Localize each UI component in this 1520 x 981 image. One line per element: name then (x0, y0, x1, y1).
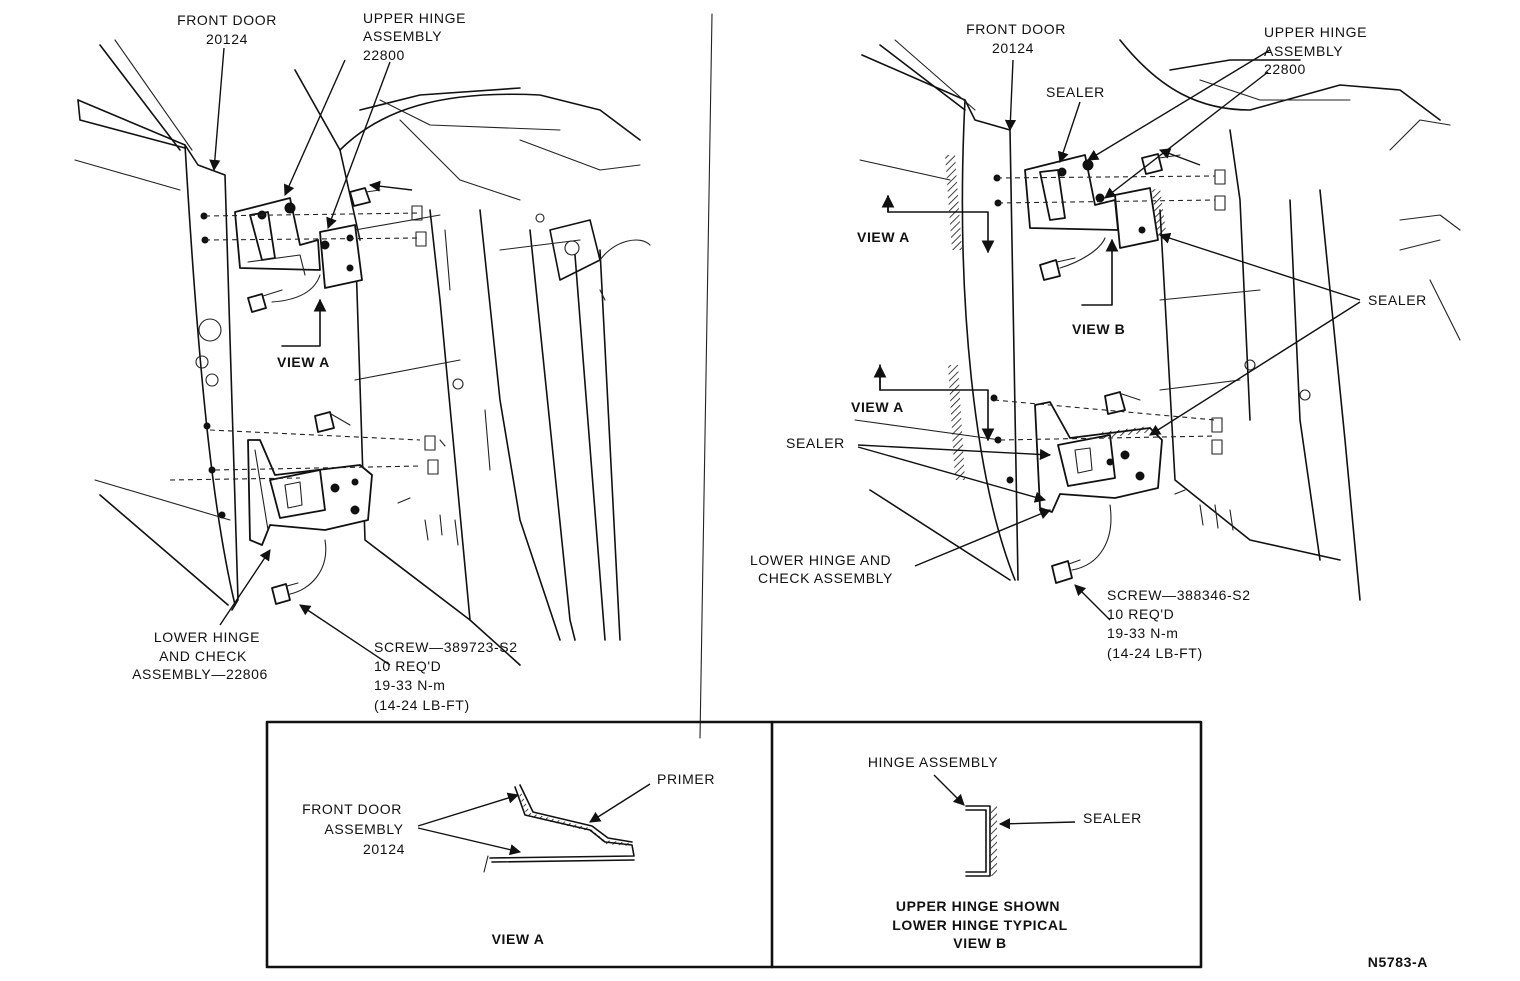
left-body-pillar (294, 69, 651, 666)
right-bolts (1039, 153, 1181, 584)
left-door-panel (74, 39, 239, 611)
right-body-pillar (1119, 39, 1461, 601)
right-view-b-arrow (1081, 238, 1119, 306)
right-hinge-arrow-1 (1158, 148, 1201, 166)
right-screw-label-4: (14-24 LB-FT) (1107, 645, 1203, 661)
view-a-door-label-3: 20124 (363, 841, 405, 857)
figure-id-label: N5783-A (1368, 954, 1428, 970)
left-lower-hinge-label-3: ASSEMBLY—22806 (132, 666, 268, 682)
left-screw-leader (299, 604, 391, 666)
right-lower-hinge-label-1: LOWER HINGE AND (750, 552, 891, 568)
left-upper-hinge-label-2: ASSEMBLY (363, 28, 442, 44)
right-upper-hinge-label-3: 22800 (1264, 61, 1306, 77)
view-a-caption: VIEW A (492, 931, 545, 947)
right-sealer-left-leader-1 (857, 444, 1052, 461)
right-sealer-right-leader-2 (1149, 301, 1361, 436)
view-a-door-label-1: FRONT DOOR (302, 801, 402, 817)
center-divider-line (699, 13, 713, 739)
left-upper-hinge-leader-2 (326, 61, 391, 230)
right-view-a-upper-label: VIEW A (857, 229, 910, 245)
left-view-a-label: VIEW A (277, 354, 330, 370)
right-sealer-top-label: SEALER (1046, 84, 1105, 100)
left-alignment-lines (169, 205, 439, 481)
right-sealer-right-leader-1 (1158, 232, 1361, 301)
detail-views-box: PRIMER FRONT DOOR ASSEMBLY 20124 VIEW A … (265, 720, 1203, 969)
right-view-a-lower-label: VIEW A (851, 399, 904, 415)
left-upper-hinge-label-3: 22800 (363, 47, 405, 63)
right-screw-label-2: 10 REQ'D (1107, 606, 1174, 622)
right-sealer-top-leader (1057, 101, 1081, 164)
right-upper-hinge-leader-2 (1104, 71, 1269, 199)
left-screw-label-3: 19-33 N-m (374, 677, 446, 693)
left-upper-hinge (234, 197, 363, 289)
view-b-sealer-label: SEALER (1083, 810, 1142, 826)
left-lower-hinge-label-2: AND CHECK (159, 648, 247, 664)
right-lower-hinge-leader (914, 508, 1052, 567)
detail-view-a: PRIMER FRONT DOOR ASSEMBLY 20124 VIEW A (302, 771, 715, 947)
left-door-leader (209, 47, 225, 172)
left-lower-hinge-leader (219, 549, 271, 626)
left-front-door-label-2: 20124 (206, 31, 248, 47)
left-screw-label-1: SCREW—389723-S2 (374, 639, 518, 655)
right-screw-label-1: SCREW—388346-S2 (1107, 587, 1251, 603)
right-exploded-view: FRONT DOOR 20124 UPPER HINGE ASSEMBLY 22… (750, 21, 1461, 661)
right-upper-hinge-label-1: UPPER HINGE (1264, 24, 1367, 40)
right-upper-hinge-label-2: ASSEMBLY (1264, 43, 1343, 59)
left-upper-hinge-leader (283, 59, 346, 197)
right-screw-wire (1071, 504, 1112, 571)
left-lower-hinge (247, 439, 373, 546)
left-screw-wire-upper (271, 274, 321, 303)
left-view-a-arrow (281, 298, 327, 347)
left-front-door-label-1: FRONT DOOR (177, 12, 277, 28)
left-exploded-view: FRONT DOOR 20124 UPPER HINGE ASSEMBLY 22… (74, 10, 651, 713)
left-lower-hinge-label-1: LOWER HINGE (154, 629, 260, 645)
right-front-door-label-2: 20124 (992, 40, 1034, 56)
view-b-hinge-assembly-label: HINGE ASSEMBLY (868, 754, 998, 770)
view-b-caption-2: LOWER HINGE TYPICAL (892, 917, 1068, 933)
right-front-door-label-1: FRONT DOOR (966, 21, 1066, 37)
left-screw-label-4: (14-24 LB-FT) (374, 697, 470, 713)
right-upper-hinge-leader (1087, 49, 1271, 161)
right-door-panel (854, 39, 1019, 581)
detail-view-b: HINGE ASSEMBLY SEALER UPPER HINGE SHOWN … (868, 754, 1142, 951)
view-a-door-label-2: ASSEMBLY (324, 821, 403, 837)
right-upper-hinge (1024, 154, 1167, 249)
right-sealer-left-label: SEALER (786, 435, 845, 451)
view-b-caption-1: UPPER HINGE SHOWN (896, 898, 1060, 914)
right-lower-hinge (1034, 401, 1163, 513)
right-sealer-right-label: SEALER (1368, 292, 1427, 308)
right-view-b-label: VIEW B (1072, 321, 1125, 337)
left-upper-hinge-label-1: UPPER HINGE (363, 10, 466, 26)
view-b-caption-3: VIEW B (953, 935, 1006, 951)
left-screw-wire (289, 539, 327, 595)
view-a-primer-label: PRIMER (657, 771, 715, 787)
left-screw-label-2: 10 REQ'D (374, 658, 441, 674)
right-screw-label-3: 19-33 N-m (1107, 625, 1179, 641)
right-door-leader (1004, 59, 1017, 132)
right-sealer-left-leader-2 (857, 446, 1047, 503)
right-lower-hinge-label-2: CHECK ASSEMBLY (758, 570, 893, 586)
right-screw-leader (1074, 584, 1111, 621)
left-hinge-arrow-1 (368, 180, 413, 192)
right-screw-wire-upper (1059, 237, 1106, 269)
